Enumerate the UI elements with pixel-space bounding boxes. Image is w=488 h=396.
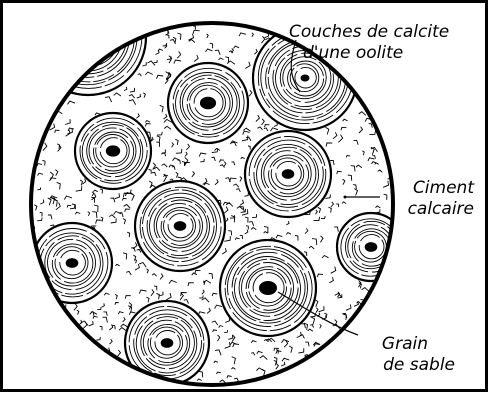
sand-grain-nucleus: [66, 258, 79, 268]
oolite: [125, 301, 209, 385]
calcite-layer: [53, 4, 122, 71]
sand-grain-nucleus: [259, 281, 277, 295]
sand-grain-nucleus: [174, 221, 187, 231]
oolite: [168, 63, 248, 143]
label-ciment-line2: calcaire: [408, 199, 474, 219]
sand-grain-nucleus: [282, 169, 295, 179]
sand-grain-nucleus: [365, 242, 378, 252]
label-grain-line2: de sable: [383, 355, 455, 375]
label-grain-line1: Grain: [382, 334, 428, 354]
oolite: [75, 113, 151, 189]
sand-grain-nucleus: [106, 145, 120, 156]
sand-grain-nucleus: [79, 30, 97, 44]
label-ciment-line1: Ciment: [413, 178, 474, 198]
calcite-layer: [58, 7, 120, 67]
leader-dot-ciment: [344, 196, 347, 199]
calcite-layer: [73, 21, 105, 52]
oolite: [135, 181, 225, 271]
oolite: [337, 213, 405, 281]
oolite: [32, 223, 112, 303]
oolite: [245, 131, 331, 217]
label-couches-line1: Couches de calcite: [289, 22, 449, 42]
sand-grain-nucleus: [200, 97, 216, 110]
calcite-layer: [65, 15, 112, 60]
sand-grain-nucleus: [161, 338, 174, 348]
oolite: [220, 240, 316, 336]
calcite-layer: [68, 18, 107, 56]
sand-grain-nucleus: [301, 75, 310, 82]
calcite-layer: [50, 0, 127, 74]
calcite-layer: [46, 0, 130, 77]
label-couches-line2: d'une oolite: [303, 43, 403, 63]
